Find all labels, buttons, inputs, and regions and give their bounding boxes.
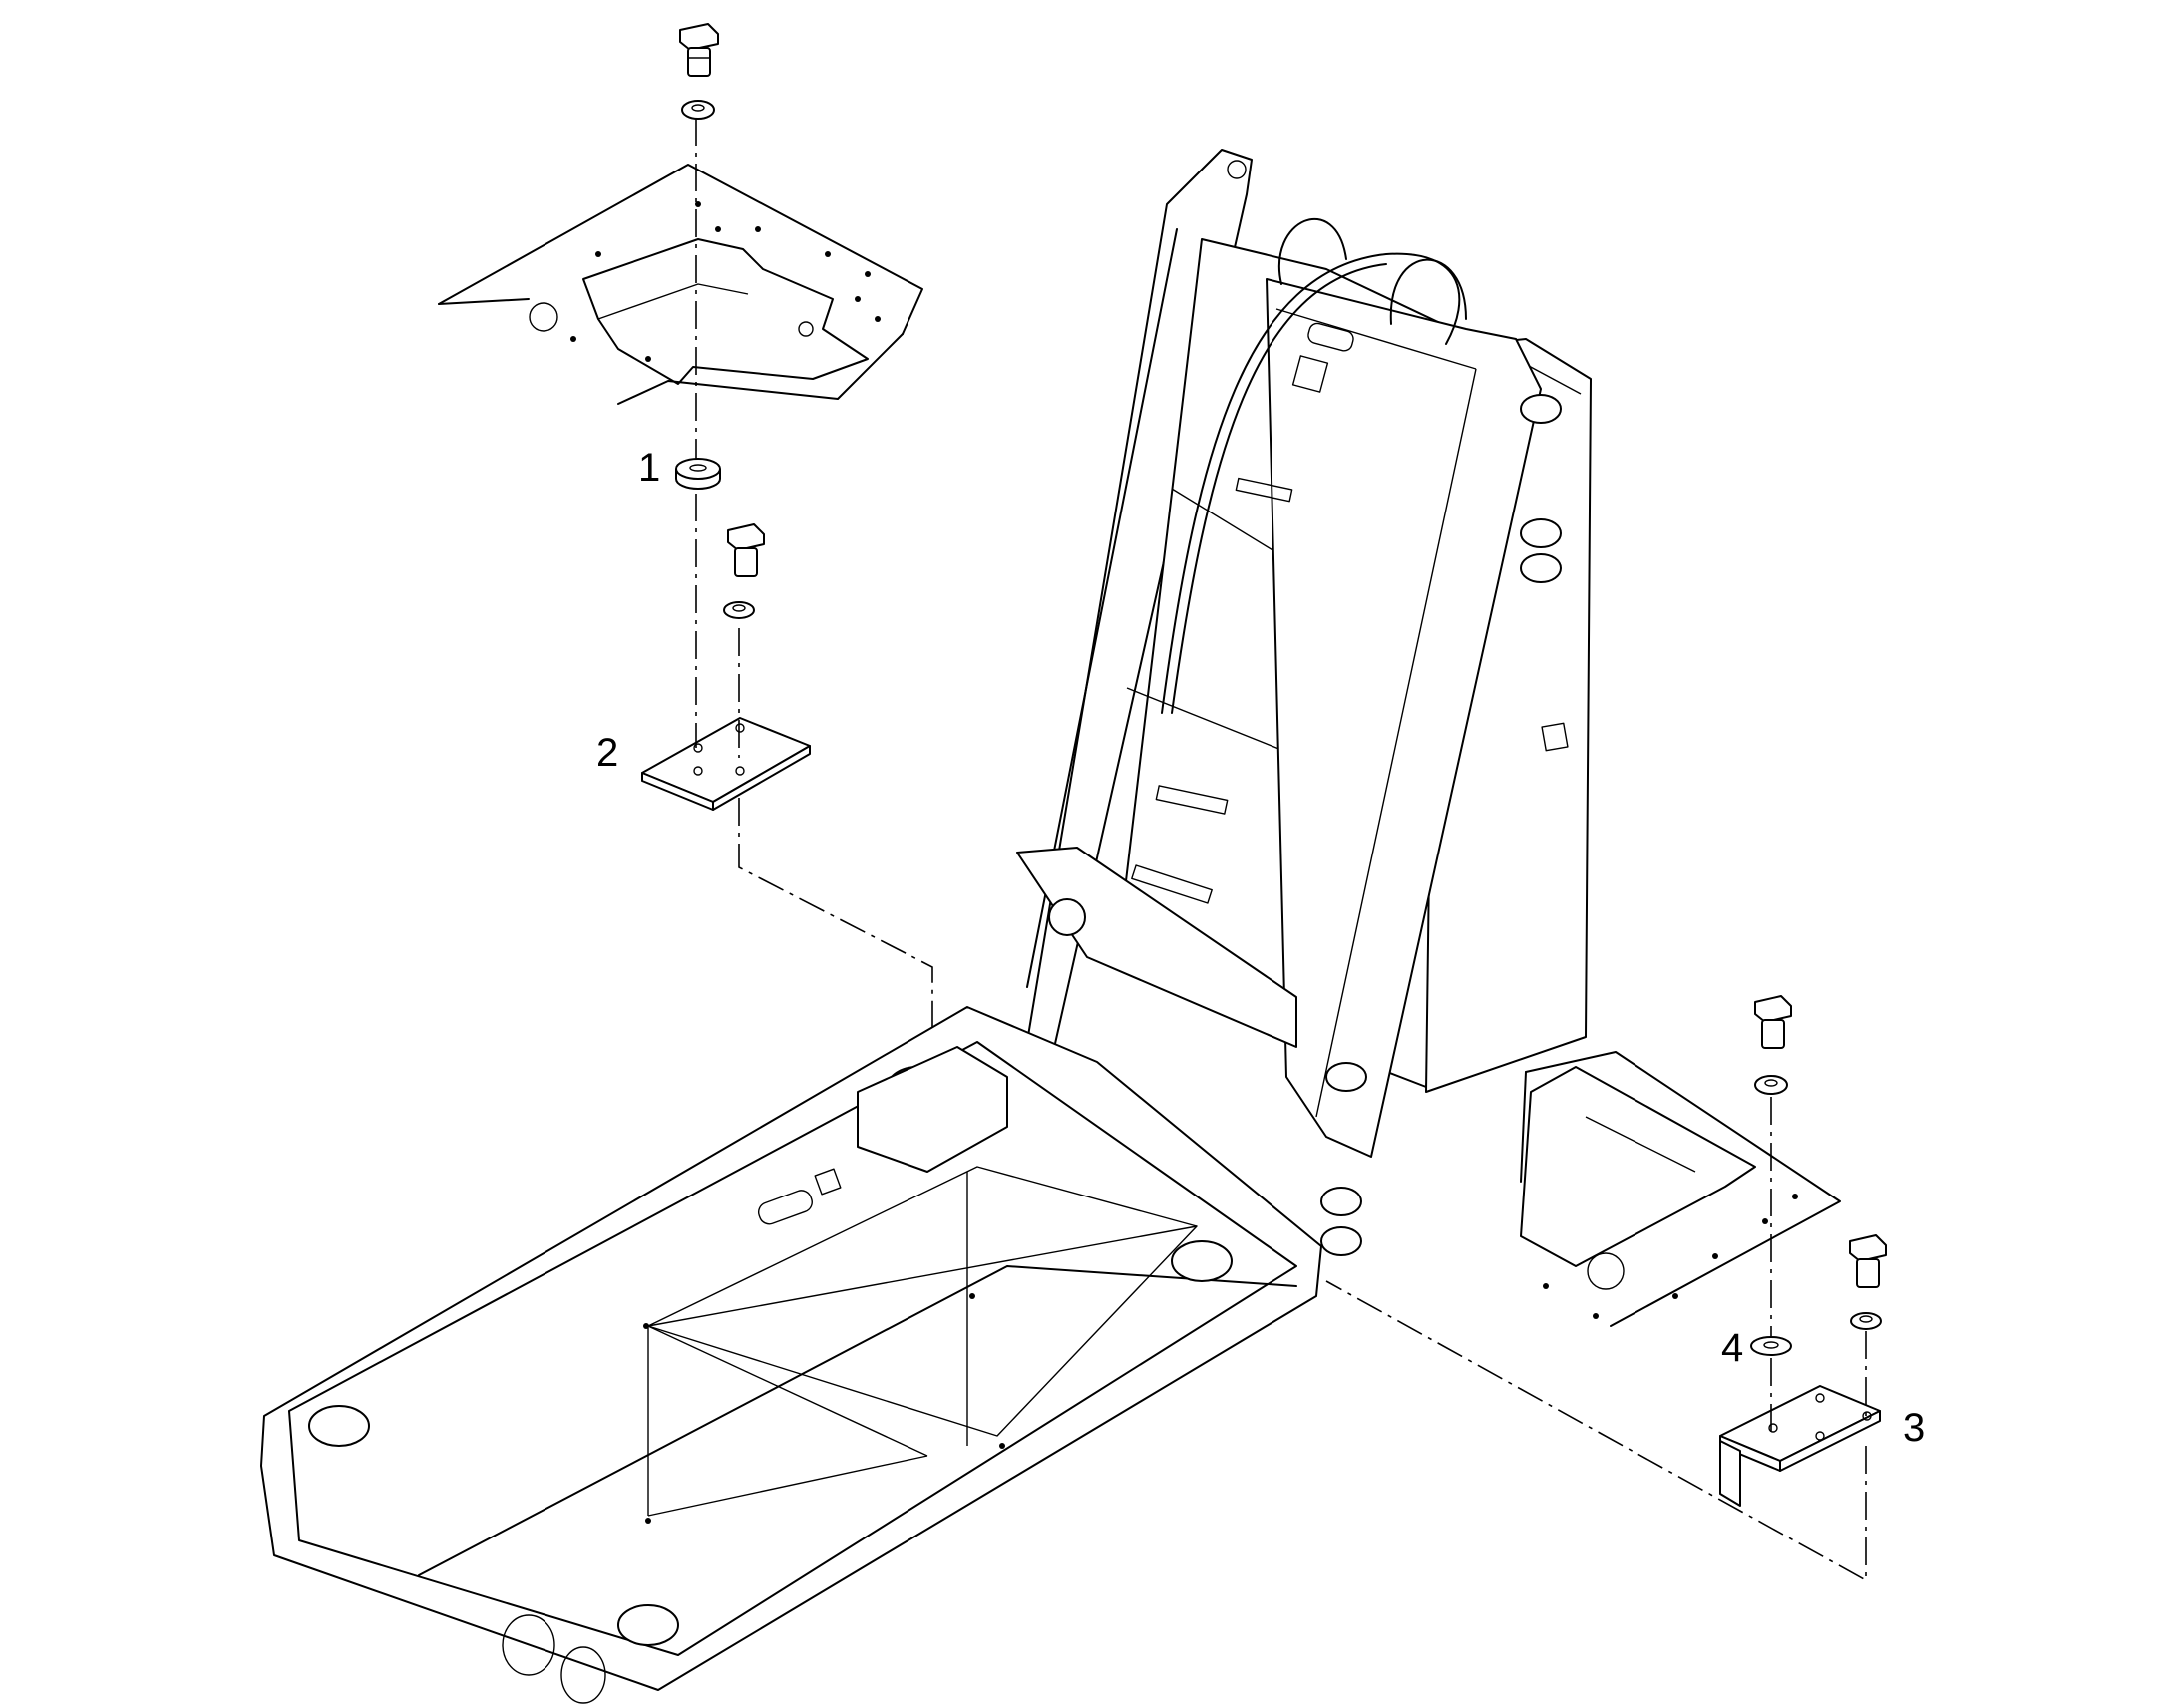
washer-top-left bbox=[681, 100, 715, 120]
callout-3: 3 bbox=[1903, 1406, 1925, 1450]
callout-4: 4 bbox=[1721, 1326, 1743, 1370]
bracket-item-3 bbox=[1719, 1385, 1881, 1507]
bolt-right-upper bbox=[1754, 995, 1792, 1049]
washer-right-upper bbox=[1754, 1075, 1788, 1095]
bushing-item-4 bbox=[1750, 1336, 1792, 1356]
center-lines-left bbox=[695, 118, 933, 1057]
bolt-top-left bbox=[679, 23, 719, 77]
callout-1: 1 bbox=[638, 446, 660, 490]
bushing-item-1 bbox=[675, 458, 721, 490]
washer-item-2 bbox=[723, 601, 755, 619]
center-lines-right bbox=[1325, 1097, 1867, 1582]
washer-right-lower bbox=[1850, 1312, 1882, 1330]
bolt-item-2 bbox=[727, 523, 765, 577]
upper-left-mounting-plate bbox=[438, 164, 923, 405]
callout-2: 2 bbox=[596, 731, 618, 775]
plate-item-2 bbox=[641, 717, 811, 811]
bolt-right-lower bbox=[1849, 1234, 1887, 1288]
lower-right-mounting-plate bbox=[1520, 1051, 1841, 1327]
boom-assembly bbox=[1016, 149, 1592, 1256]
base-frame bbox=[260, 1006, 1322, 1704]
